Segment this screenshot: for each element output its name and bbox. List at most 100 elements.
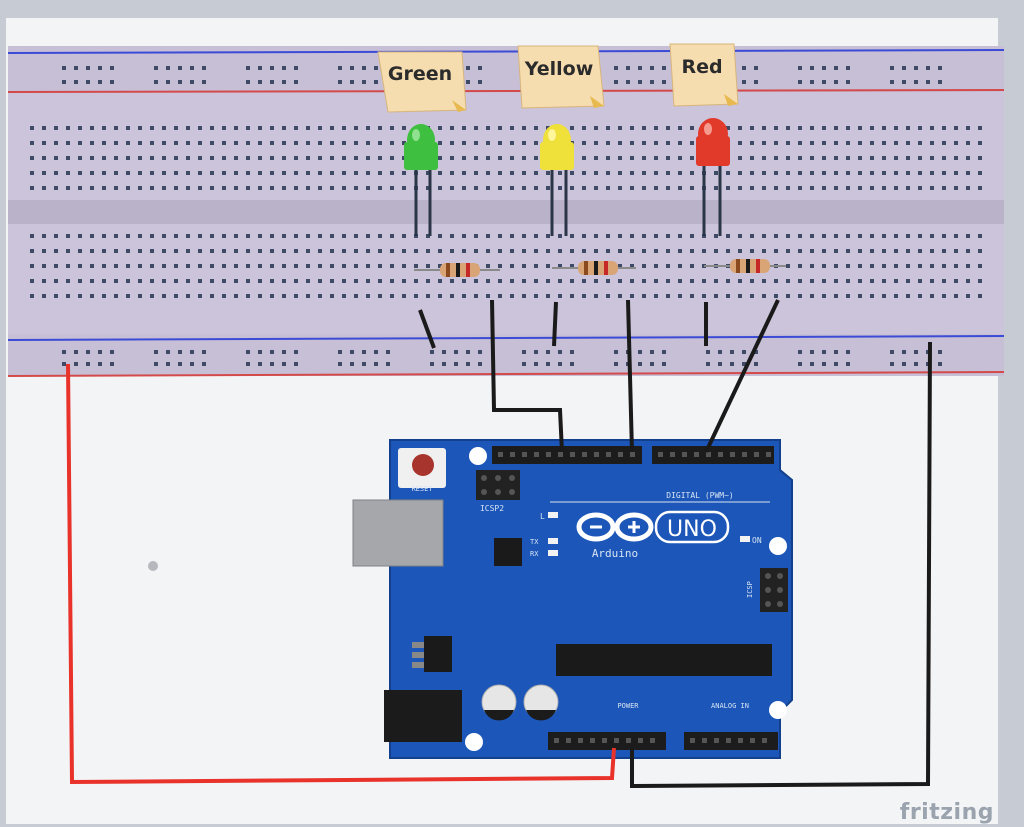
breadboard-hole [870,186,874,190]
breadboard-hole [162,249,166,253]
breadboard-hole [870,264,874,268]
breadboard-hole [858,294,862,298]
mount-hole [769,537,787,555]
breadboard-hole [366,249,370,253]
breadboard-hole [318,156,322,160]
note-yellow: Yellow [517,45,605,109]
breadboard-hole [942,279,946,283]
breadboard-hole [282,294,286,298]
wire-5v-red [66,363,616,785]
breadboard-hole [786,171,790,175]
breadboard-hole [258,80,262,84]
breadboard-hole [666,156,670,160]
breadboard-hole [54,171,58,175]
breadboard-hole [486,234,490,238]
breadboard-hole [650,362,654,366]
breadboard-hole [774,294,778,298]
breadboard-hole [174,186,178,190]
breadboard-hole [374,80,378,84]
breadboard-hole [126,141,130,145]
breadboard-hole [234,279,238,283]
breadboard-hole [894,186,898,190]
breadboard-hole [570,249,574,253]
breadboard-hole [810,350,814,354]
breadboard-hole [150,126,154,130]
reset-button[interactable] [412,454,434,476]
breadboard-hole [110,362,114,366]
breadboard-hole [558,294,562,298]
wire-gnd-black [630,341,932,789]
breadboard-hole [870,249,874,253]
breadboard-hole [786,186,790,190]
breadboard-hole [478,350,482,354]
breadboard-hole [198,249,202,253]
breadboard-hole [198,294,202,298]
header-pin [618,452,623,457]
breadboard-hole [894,156,898,160]
breadboard-hole [246,362,250,366]
breadboard-hole [126,294,130,298]
breadboard-hole [330,126,334,130]
breadboard-hole [894,279,898,283]
breadboard-hole [858,264,862,268]
breadboard-hole [810,249,814,253]
breadboard-hole [234,126,238,130]
breadboard-hole [234,249,238,253]
breadboard-hole [882,171,886,175]
breadboard-hole [894,294,898,298]
breadboard-hole [306,141,310,145]
breadboard-hole [454,350,458,354]
breadboard-hole [786,294,790,298]
breadboard-hole [162,234,166,238]
breadboard-hole [378,156,382,160]
breadboard-hole [222,234,226,238]
breadboard-hole [534,350,538,354]
breadboard-hole [246,294,250,298]
breadboard-hole [786,126,790,130]
breadboard-hole [450,249,454,253]
breadboard-hole [978,171,982,175]
breadboard-hole [638,362,642,366]
breadboard-hole [54,264,58,268]
breadboard-hole [714,234,718,238]
breadboard-hole [558,249,562,253]
breadboard-hole [174,279,178,283]
breadboard-hole [210,264,214,268]
breadboard-hole [378,264,382,268]
breadboard-hole [294,66,298,70]
breadboard-hole [662,80,666,84]
breadboard-hole [450,171,454,175]
breadboard-hole [930,156,934,160]
breadboard-hole [978,141,982,145]
breadboard-hole [650,66,654,70]
breadboard-hole [174,249,178,253]
breadboard-hole [522,156,526,160]
header-pin [714,738,719,743]
breadboard-hole [930,234,934,238]
breadboard-hole [546,279,550,283]
header-pin [578,738,583,743]
breadboard-hole [714,186,718,190]
center-gutter [8,200,1004,224]
breadboard-hole [150,279,154,283]
breadboard-hole [762,186,766,190]
breadboard-hole [342,141,346,145]
breadboard-hole [954,171,958,175]
breadboard-hole [90,249,94,253]
breadboard-hole [894,264,898,268]
breadboard-hole [430,362,434,366]
breadboard-hole [486,141,490,145]
breadboard-hole [162,126,166,130]
breadboard-hole [558,362,562,366]
breadboard-hole [582,126,586,130]
breadboard-hole [282,141,286,145]
breadboard-hole [234,234,238,238]
breadboard-hole [486,186,490,190]
breadboard [7,46,1005,377]
breadboard-hole [666,234,670,238]
breadboard-hole [474,234,478,238]
breadboard-hole [654,249,658,253]
breadboard-hole [306,186,310,190]
breadboard-hole [534,249,538,253]
breadboard-hole [570,171,574,175]
